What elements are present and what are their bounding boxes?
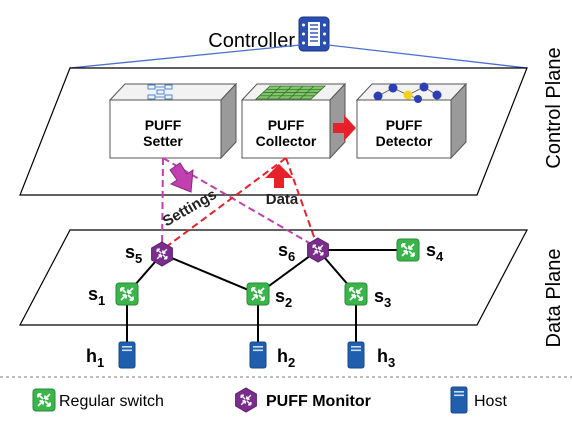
settings-arrow bbox=[169, 162, 194, 193]
controller-link-left bbox=[69, 44, 301, 69]
network-icon bbox=[147, 84, 173, 100]
legend-regular-switch-label: Regular switch bbox=[59, 393, 164, 410]
legend-monitor-icon bbox=[236, 388, 257, 412]
data-arrow bbox=[265, 164, 293, 188]
data-plane-label: Data Plane bbox=[543, 249, 565, 348]
switch-s2 bbox=[247, 283, 269, 305]
host-h1-icon bbox=[118, 341, 136, 369]
settings-line-s5 bbox=[161, 157, 164, 251]
graph-icon bbox=[373, 82, 442, 103]
label-s3: s3 bbox=[374, 286, 391, 310]
puff-setter-box: PUFF Setter bbox=[108, 82, 238, 160]
controller-label: Controller bbox=[208, 30, 295, 52]
label-s1: s1 bbox=[88, 284, 105, 308]
setter-line1: PUFF bbox=[145, 117, 182, 133]
host-h2-icon bbox=[249, 341, 267, 369]
collector-line2: Collector bbox=[256, 133, 317, 149]
control-plane-label: Control Plane bbox=[543, 47, 565, 168]
collector-line1: PUFF bbox=[268, 117, 305, 133]
label-s6: s6 bbox=[278, 240, 295, 264]
collector-to-detector-arrow bbox=[333, 115, 356, 141]
label-h1: h1 bbox=[86, 346, 104, 370]
settings-line-s6 bbox=[162, 157, 319, 249]
legend-switch-icon bbox=[33, 389, 55, 411]
label-s4: s4 bbox=[426, 240, 444, 264]
legend-host-label: Host bbox=[474, 393, 507, 410]
switch-s3 bbox=[345, 283, 367, 305]
legend-host-icon bbox=[450, 386, 468, 414]
label-s2: s2 bbox=[275, 286, 292, 310]
switch-s1 bbox=[116, 283, 138, 305]
label-h3: h3 bbox=[377, 346, 395, 370]
controller-link-right bbox=[327, 44, 528, 69]
data-label: Data bbox=[266, 191, 299, 208]
detector-line1: PUFF bbox=[386, 117, 423, 133]
data-plane bbox=[19, 229, 528, 326]
data-line-s5 bbox=[161, 157, 287, 251]
label-h2: h2 bbox=[277, 346, 295, 370]
switch-s4 bbox=[397, 239, 419, 261]
legend-puff-monitor-label: PUFF Monitor bbox=[266, 393, 371, 410]
puff-detector-box: PUFF Detector bbox=[355, 82, 468, 160]
setter-line2: Setter bbox=[143, 133, 183, 149]
controller-icon bbox=[298, 16, 330, 52]
detector-line2: Detector bbox=[376, 133, 433, 149]
data-line-s6 bbox=[285, 157, 319, 249]
grid-icon bbox=[254, 85, 327, 100]
host-h3-icon bbox=[347, 341, 365, 369]
legend: Regular switch PUFF Monitor Host bbox=[33, 386, 507, 414]
link-s5-s6 bbox=[161, 253, 259, 295]
label-s5: s5 bbox=[125, 242, 142, 266]
puff-collector-box: PUFF Collector bbox=[240, 82, 347, 160]
